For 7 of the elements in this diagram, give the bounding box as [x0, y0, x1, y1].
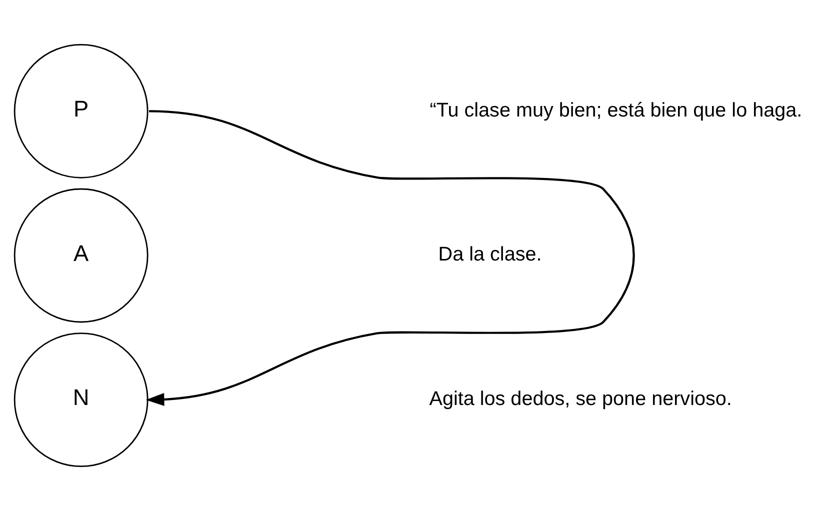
- node-circle: N: [14, 332, 148, 467]
- label: Agita los dedos, se pone nervioso.: [429, 388, 732, 410]
- node-circle: A: [14, 188, 148, 322]
- arrow: [146, 110, 635, 406]
- label: Da la clase.: [438, 243, 542, 266]
- node-circle: P: [14, 43, 148, 178]
- label: “Tu clase muy bien; está bien que lo haga.: [430, 98, 802, 121]
